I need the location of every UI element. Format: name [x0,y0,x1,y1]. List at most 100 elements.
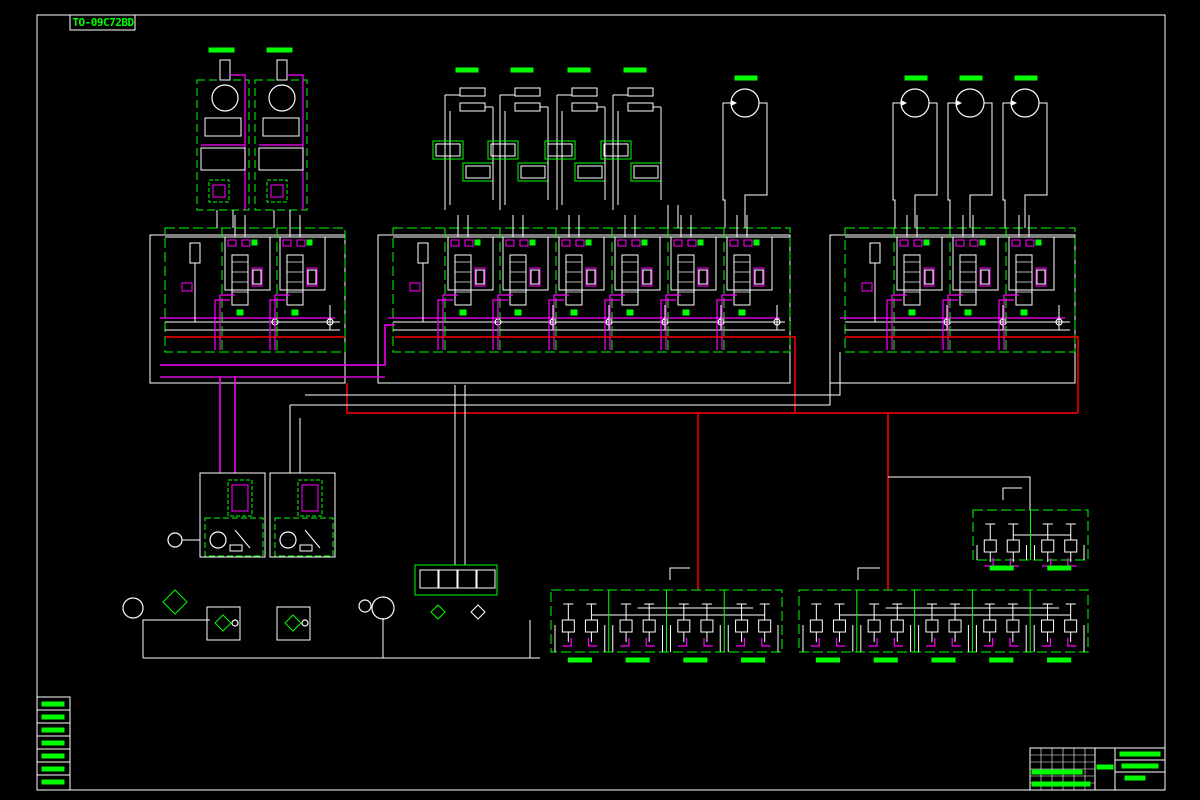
check-valve [913,239,923,247]
pressure-line [346,383,1078,414]
relief-cartridge [677,619,691,633]
pilot-drain [553,294,569,350]
pump-unit [199,472,266,558]
relief-cartridge [983,539,997,553]
relief-cartridge [1064,539,1078,553]
check-cell [438,569,458,589]
pilot-spool [1036,269,1046,285]
valve-section [998,215,1063,352]
brake-cylinder [219,59,231,81]
spool-valve [677,254,695,306]
check-valve [464,239,474,247]
pilot-line [835,638,846,647]
filter-box [276,606,311,641]
pilot-line [562,638,572,647]
valve-section [975,603,1027,663]
brake-valve [262,117,300,137]
indicator [1020,309,1028,316]
spool-valve [565,254,583,306]
valve-section [214,215,279,352]
check-valve [561,239,571,247]
label-block [1031,781,1091,787]
relief-cartridge [1041,539,1055,553]
check-valve [575,239,585,247]
check-valve [969,239,979,247]
indicator [251,239,258,246]
flow-arrow [731,100,737,106]
indicator [474,239,481,246]
spool-valve [903,254,921,306]
pilot-drain [219,294,235,350]
pilot-drain [886,299,902,350]
check-valve [505,239,515,247]
indicator [923,239,930,246]
solenoid-pilot [474,267,486,287]
label-block [41,779,65,785]
control-valve-block [227,479,253,517]
line [234,529,251,549]
check-valve [617,239,627,247]
flow-arrow [901,100,907,106]
pilot-line [1067,638,1077,647]
valve-bank-right [829,215,1076,384]
relief-cartridge [700,619,714,633]
check-valve [899,239,909,247]
valve-section [612,603,663,663]
check-valve [1025,239,1035,247]
valve-section [1033,603,1085,663]
pilot-check [465,165,491,179]
pipe [1002,102,1011,228]
pilot-line [983,638,994,647]
hydraulic-cylinder [600,67,662,210]
pilot-drain [665,294,681,350]
solenoid-pilot [529,267,541,287]
valve-section [918,603,969,663]
hydraulic-motor [211,84,239,112]
hydraulic-cylinder [544,67,606,210]
indicator [964,309,972,316]
flow-arrow [956,100,962,106]
filter-unit [206,606,241,641]
pilot-check [603,143,629,157]
pilot-line [678,638,688,647]
pilot-drain [942,299,958,350]
check-valve [673,239,683,247]
relief-cartridge [890,619,904,633]
relief-cartridge [983,619,997,633]
check-cell [457,569,477,589]
indicator [291,309,299,316]
relief-cartridge [561,619,575,633]
label-block [959,75,983,81]
solenoid-pilot [979,267,991,287]
solenoid-pilot [251,267,263,287]
check-symbol [773,318,781,326]
pilot-drain [492,299,508,350]
pilot-line [926,638,936,647]
manifold-valve [414,564,498,620]
label-block [623,67,647,73]
solenoid-pilot [753,267,765,287]
pump-unit [269,472,336,558]
pilot-line [1041,638,1052,647]
label-block [455,67,479,73]
counterbalance-valve [258,147,304,171]
label-block [41,753,65,759]
pilot-spool [642,269,652,285]
return-line [290,352,831,406]
pump-symbol [209,531,227,549]
pilot-drain [721,294,737,350]
valve-section [860,603,912,663]
title-block [1029,747,1166,791]
valve-section [554,603,606,663]
pilot-drain [891,294,907,350]
relief-cartridge [1006,539,1020,553]
pump-boundary [269,472,336,558]
return-line [305,352,841,396]
filter-unit [276,606,311,641]
valve-section [492,215,557,352]
pilot-spool [530,269,540,285]
valve-section [604,215,669,352]
solenoid-pilot [585,267,597,287]
check-valve [227,239,237,247]
